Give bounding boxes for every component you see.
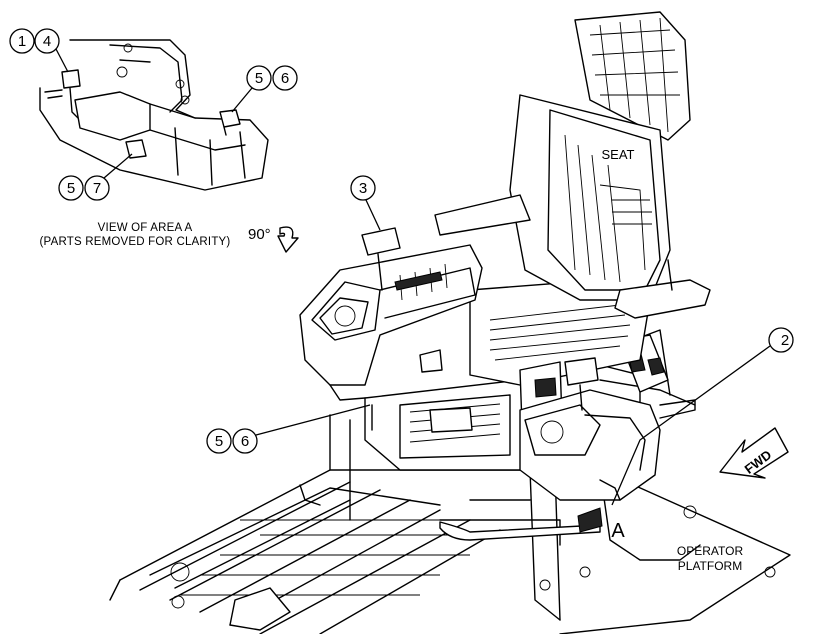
callout-5-circle <box>246 65 272 91</box>
callout-7: 7 <box>93 180 101 197</box>
callout-5b-circle <box>58 175 84 201</box>
inset-caption-line1: VIEW OF AREA A <box>98 222 193 234</box>
right-console <box>519 357 661 533</box>
platform-label-line2: PLATFORM <box>678 559 742 573</box>
callout-2: 2 <box>781 332 789 349</box>
callout-group-5-7: 5 7 <box>58 153 133 201</box>
callout-group-5-6-main: 5 6 <box>206 404 371 454</box>
operator-platform <box>109 469 791 634</box>
callout-group-3: 3 <box>350 175 381 231</box>
callout-4-circle <box>34 28 60 54</box>
callout-5: 5 <box>255 70 263 87</box>
callout-2-circle <box>768 327 794 353</box>
area-a-label: A <box>611 520 625 542</box>
callout-5c: 5 <box>215 433 223 450</box>
callout-6-circle <box>272 65 298 91</box>
seat-back <box>434 11 711 319</box>
inset-caption-line2: (PARTS REMOVED FOR CLARITY) <box>40 236 231 248</box>
callout-6: 6 <box>281 70 289 87</box>
callout-6c: 6 <box>241 433 249 450</box>
callout-5c-circle <box>206 428 232 454</box>
rotation-label: 90° <box>248 226 271 243</box>
callout-3-circle <box>350 175 376 201</box>
callout-7-circle <box>84 175 110 201</box>
callout-6c-circle <box>232 428 258 454</box>
inset-view-area-a <box>39 39 269 191</box>
callout-group-2: 2 <box>611 327 794 506</box>
left-console <box>299 227 483 401</box>
platform-label-line1: OPERATOR <box>677 544 744 558</box>
seat-label: SEAT <box>602 147 635 162</box>
callout-1: 1 <box>18 33 26 50</box>
rotation-arrow-icon <box>277 226 299 253</box>
support-riser <box>329 414 601 621</box>
callout-5b: 5 <box>67 180 75 197</box>
callout-3: 3 <box>359 180 367 197</box>
callout-1-circle <box>9 28 35 54</box>
callout-group-1-4: 1 4 <box>9 28 69 73</box>
forward-arrow-icon: FWD <box>719 427 789 479</box>
callout-4: 4 <box>43 33 51 50</box>
callout-group-5-6-inset: 5 6 <box>231 65 298 113</box>
